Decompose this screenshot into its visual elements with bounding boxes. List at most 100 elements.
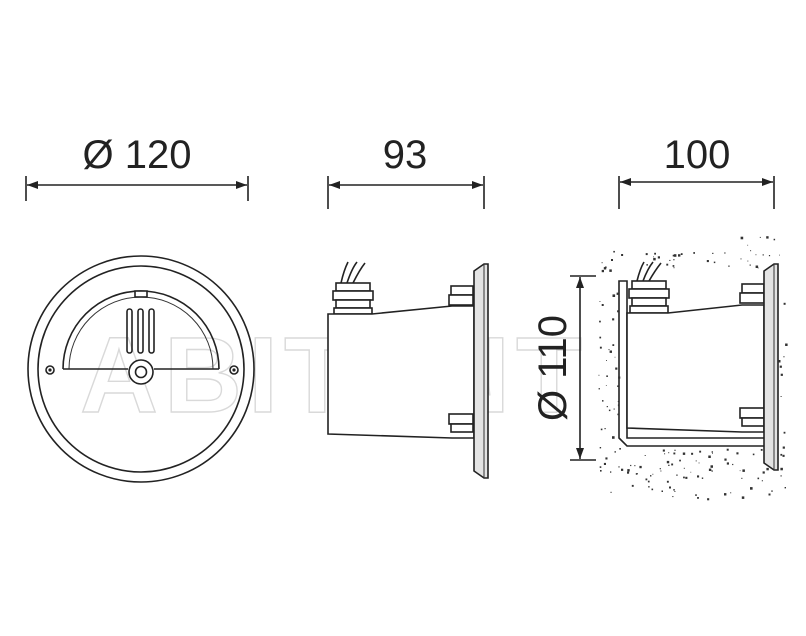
- arrow-right: [762, 178, 773, 186]
- speckle: [740, 236, 744, 240]
- speckle: [699, 450, 702, 453]
- speckle: [755, 265, 759, 268]
- arrow-left: [329, 181, 340, 189]
- grille-slot: [126, 308, 133, 354]
- screw-left-center: [48, 368, 52, 372]
- speckle: [761, 480, 763, 482]
- outer-rim: [27, 255, 255, 483]
- speckle: [752, 453, 755, 456]
- speckle: [630, 464, 632, 467]
- speckle: [711, 470, 713, 472]
- speckle: [780, 453, 783, 456]
- speckle: [732, 463, 734, 466]
- speckle: [674, 491, 676, 492]
- speckle: [668, 452, 670, 454]
- clip-bottom-lower: [450, 423, 474, 433]
- screw-left: [45, 365, 55, 375]
- cable: [340, 261, 349, 284]
- speckle: [783, 302, 786, 305]
- speckle: [713, 261, 716, 264]
- speckle: [701, 477, 704, 479]
- speckle: [645, 478, 648, 481]
- speckle: [617, 413, 619, 416]
- screw-right-center: [232, 368, 236, 372]
- arrow-right: [236, 181, 247, 189]
- speckle: [654, 252, 656, 255]
- dimension-installed-depth: 100: [618, 133, 775, 209]
- speckle: [741, 496, 745, 499]
- speckle: [631, 484, 634, 487]
- speckle: [601, 262, 603, 264]
- speckle: [672, 496, 674, 498]
- speckle: [600, 428, 603, 431]
- clip-bottom-upper: [739, 407, 765, 419]
- speckle: [634, 465, 636, 467]
- clip-top-lower: [739, 292, 765, 304]
- speckle: [697, 497, 699, 499]
- speckle: [673, 452, 676, 455]
- speckle: [651, 488, 654, 491]
- speckle: [605, 385, 607, 386]
- speckle: [759, 236, 761, 238]
- front-view: [27, 255, 255, 483]
- speckle: [666, 460, 670, 464]
- speckle: [671, 463, 674, 466]
- speckle: [599, 346, 602, 349]
- speckle: [600, 470, 602, 472]
- speckle: [706, 260, 709, 263]
- speckle: [728, 265, 730, 267]
- cable: [642, 261, 654, 282]
- cable: [648, 262, 662, 282]
- speckle: [666, 263, 669, 266]
- gland-nut: [332, 290, 374, 301]
- gland-cap: [631, 280, 667, 290]
- grille-slot: [148, 308, 155, 354]
- speckle: [617, 404, 620, 407]
- clip-top-upper: [741, 283, 765, 294]
- speckle: [750, 250, 752, 252]
- speckle: [653, 256, 654, 258]
- speckle: [747, 260, 749, 262]
- speckle: [618, 376, 621, 379]
- speckle: [783, 431, 786, 434]
- speckle: [708, 455, 711, 458]
- speckle: [645, 253, 648, 256]
- speckle: [678, 254, 681, 257]
- speckle: [780, 396, 782, 397]
- speckle: [610, 491, 612, 493]
- gland-nut: [628, 288, 670, 299]
- speckle: [657, 256, 660, 259]
- speckle: [601, 304, 604, 306]
- speckle: [599, 466, 602, 468]
- speckle: [785, 343, 788, 346]
- speckle: [691, 452, 694, 455]
- speckle: [599, 336, 602, 339]
- speckle: [740, 258, 742, 260]
- speckle: [730, 492, 732, 494]
- speckle: [650, 475, 652, 477]
- speckle: [636, 473, 638, 475]
- speckle: [712, 252, 714, 254]
- speckle: [619, 448, 621, 450]
- speckle: [608, 409, 611, 412]
- speckle: [757, 267, 759, 269]
- cable: [636, 261, 645, 282]
- speckle: [707, 498, 710, 501]
- speckle: [780, 373, 783, 376]
- speckle: [604, 428, 606, 430]
- gland-body: [335, 299, 371, 309]
- speckle: [660, 470, 662, 472]
- top-tab: [134, 290, 148, 298]
- speckle: [768, 255, 771, 257]
- cable: [352, 262, 366, 284]
- speckle: [780, 475, 782, 477]
- speckle: [712, 453, 713, 454]
- speckle: [612, 294, 616, 297]
- front-flange: [763, 263, 779, 471]
- clip-bottom-lower: [741, 417, 765, 427]
- dimension-side-depth: 93: [327, 133, 485, 209]
- speckle: [698, 462, 700, 464]
- speckle: [639, 465, 642, 469]
- speckle: [672, 254, 675, 257]
